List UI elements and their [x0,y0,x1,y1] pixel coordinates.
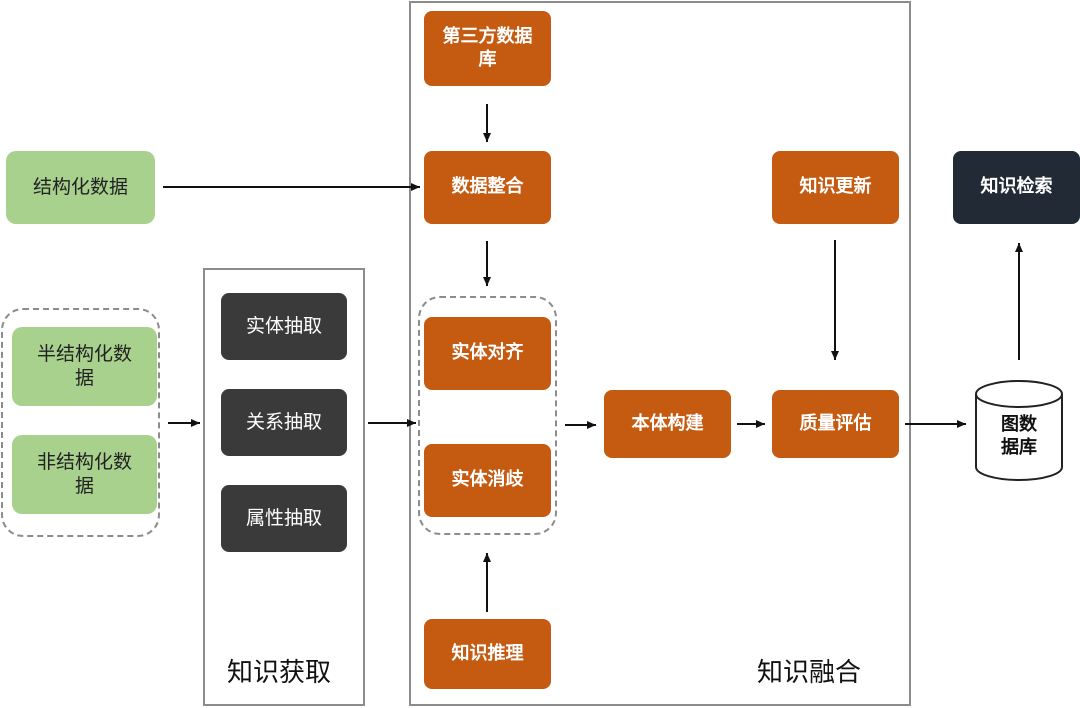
knowledge-update-node: 知识更新 [772,151,899,224]
structured-data-node: 结构化数据 [6,151,155,224]
knowledge-fusion-label: 知识融合 [757,658,862,688]
entity-alignment-node: 实体对齐 [424,317,551,390]
entity-resolution-group [418,296,557,535]
relation-extraction-node: 关系抽取 [221,389,347,456]
quality-assessment-node: 质量评估 [772,390,899,458]
knowledge-acquisition-label: 知识获取 [227,658,332,688]
third-party-database-node: 第三方数据库 [424,11,551,86]
ontology-construction-node: 本体构建 [604,390,731,458]
semi-structured-data-node: 半结构化数据 [12,327,157,406]
attribute-extraction-node: 属性抽取 [221,485,347,552]
unstructured-data-node: 非结构化数据 [12,435,157,514]
graph-database-label: 图数据库 [1001,414,1037,458]
knowledge-acquisition-panel [203,268,365,706]
entity-disambiguation-node: 实体消歧 [424,444,551,517]
knowledge-reasoning-node: 知识推理 [424,619,551,689]
entity-extraction-node: 实体抽取 [221,293,347,360]
knowledge-fusion-panel [409,1,911,706]
data-integration-node: 数据整合 [424,151,551,224]
unstructured-sources-group [1,308,160,537]
knowledge-retrieval-node: 知识检索 [953,151,1080,224]
graph-database-cylinder [975,380,1063,481]
